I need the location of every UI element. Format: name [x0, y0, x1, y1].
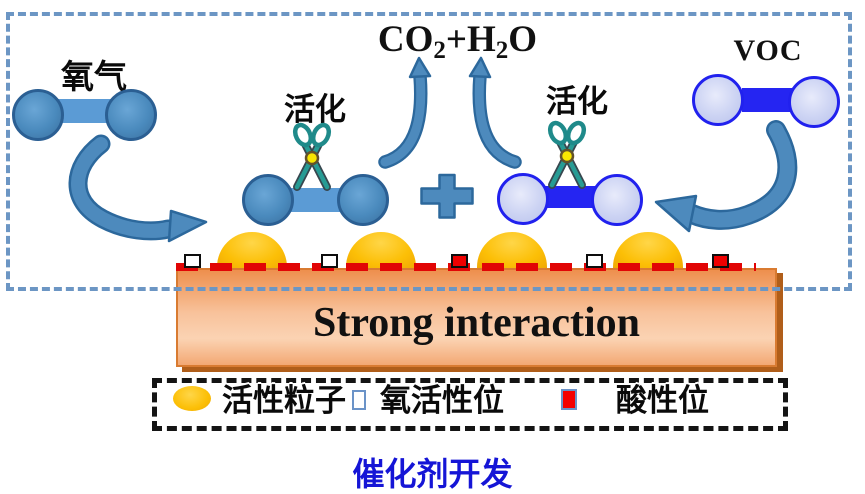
voc-atom	[788, 76, 840, 128]
oxygen-site-legend-icon	[352, 390, 366, 410]
dashed-frame	[6, 12, 852, 291]
legend-label-active-particle: 活性粒子	[222, 383, 346, 419]
acid-site-legend-icon	[561, 389, 577, 410]
voc-bond	[742, 88, 794, 112]
acid-site	[712, 254, 729, 268]
page-title: 催化剂开发	[352, 455, 513, 493]
voc-atom	[692, 74, 744, 126]
formula-plus-h: +H	[445, 19, 496, 60]
acid-site	[451, 254, 468, 268]
voc-label: VOC	[733, 34, 803, 67]
active-particle-legend-icon	[173, 386, 211, 411]
oxygen-atom	[105, 89, 157, 141]
oxygen-active-site	[321, 254, 338, 268]
products-formula: CO2+H2O	[345, 18, 570, 65]
strong-interaction-label: Strong interaction	[312, 300, 641, 346]
activation-label-left: 活化	[284, 92, 346, 128]
oxygen-atom	[12, 89, 64, 141]
voc-bond	[545, 186, 597, 208]
oxygen-active-site	[184, 254, 201, 268]
activation-label-right: 活化	[546, 84, 608, 120]
oxygen-atom	[337, 174, 389, 226]
legend-box	[152, 378, 788, 431]
voc-atom	[497, 173, 549, 225]
formula-o: O	[508, 19, 538, 60]
formula-sub2: 2	[433, 37, 446, 64]
legend-label-oxygen-active-site: 氧活性位	[380, 383, 504, 419]
legend-label-acid-site: 酸性位	[616, 383, 709, 419]
voc-atom	[591, 174, 643, 226]
formula-sub2: 2	[495, 37, 509, 64]
oxygen-label: 氧气	[61, 57, 127, 96]
formula-co: CO	[377, 19, 434, 60]
oxygen-atom	[242, 174, 294, 226]
oxygen-active-site	[586, 254, 603, 268]
